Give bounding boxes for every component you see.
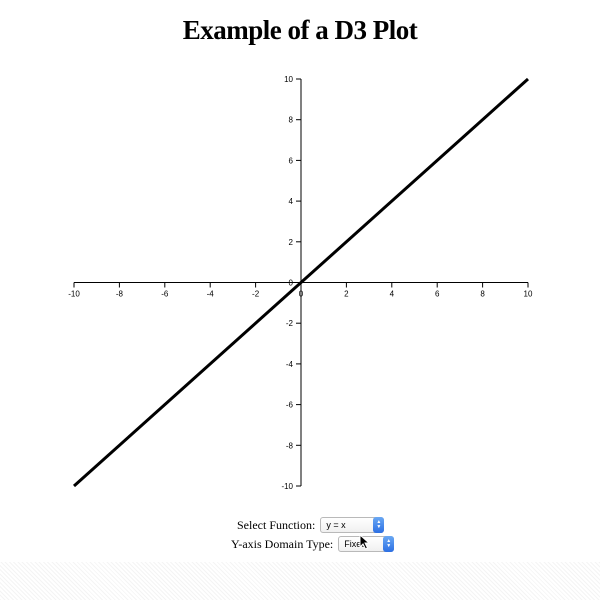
y-tick-label: -2 [286, 319, 294, 328]
function-control-row: Select Function: y = x ▲▼ [237, 516, 385, 534]
x-tick-label: -6 [161, 290, 169, 299]
y-tick-label: -10 [281, 482, 293, 491]
x-tick-label: -8 [116, 290, 124, 299]
x-tick-label: 6 [435, 290, 440, 299]
plot-series [72, 77, 530, 488]
x-tick-label: -4 [207, 290, 215, 299]
y-axis: 10 8 6 4 2 0 -2 -4 -6 -8 -10 [281, 75, 302, 491]
series-line [72, 77, 530, 488]
y-tick-label: 10 [284, 75, 293, 84]
x-tick-label: 8 [480, 290, 485, 299]
function-select[interactable]: y = x ▲▼ [320, 517, 385, 533]
x-tick-label: 2 [344, 290, 349, 299]
function-select-value: y = x [326, 520, 346, 530]
x-tick-label: -10 [68, 290, 80, 299]
domain-select-value: Fixed [344, 539, 367, 549]
x-tick-label: 4 [390, 290, 395, 299]
y-tick-label: 0 [289, 279, 294, 288]
x-tick-label: 10 [524, 290, 533, 299]
page-title: Example of a D3 Plot [182, 15, 418, 45]
y-tick-label: 4 [289, 197, 294, 206]
x-tick-label: -2 [252, 290, 260, 299]
y-tick-label: -8 [286, 441, 294, 450]
y-tick-label: 8 [289, 116, 294, 125]
mouse-cursor-icon [359, 534, 371, 550]
domain-select-label: Y-axis Domain Type: [231, 536, 334, 551]
y-tick-label: -4 [286, 360, 294, 369]
y-tick-label: 6 [289, 156, 294, 165]
function-select-label: Select Function: [237, 517, 316, 532]
y-tick-label: -6 [286, 401, 294, 410]
y-tick-label: 2 [289, 238, 294, 247]
select-arrows-icon: ▲▼ [373, 517, 385, 533]
select-arrows-icon: ▲▼ [383, 536, 395, 552]
bottom-background-band [0, 562, 600, 600]
domain-control-row: Y-axis Domain Type: Fixed ▲▼ [231, 535, 395, 553]
domain-type-select[interactable]: Fixed ▲▼ [338, 536, 395, 552]
